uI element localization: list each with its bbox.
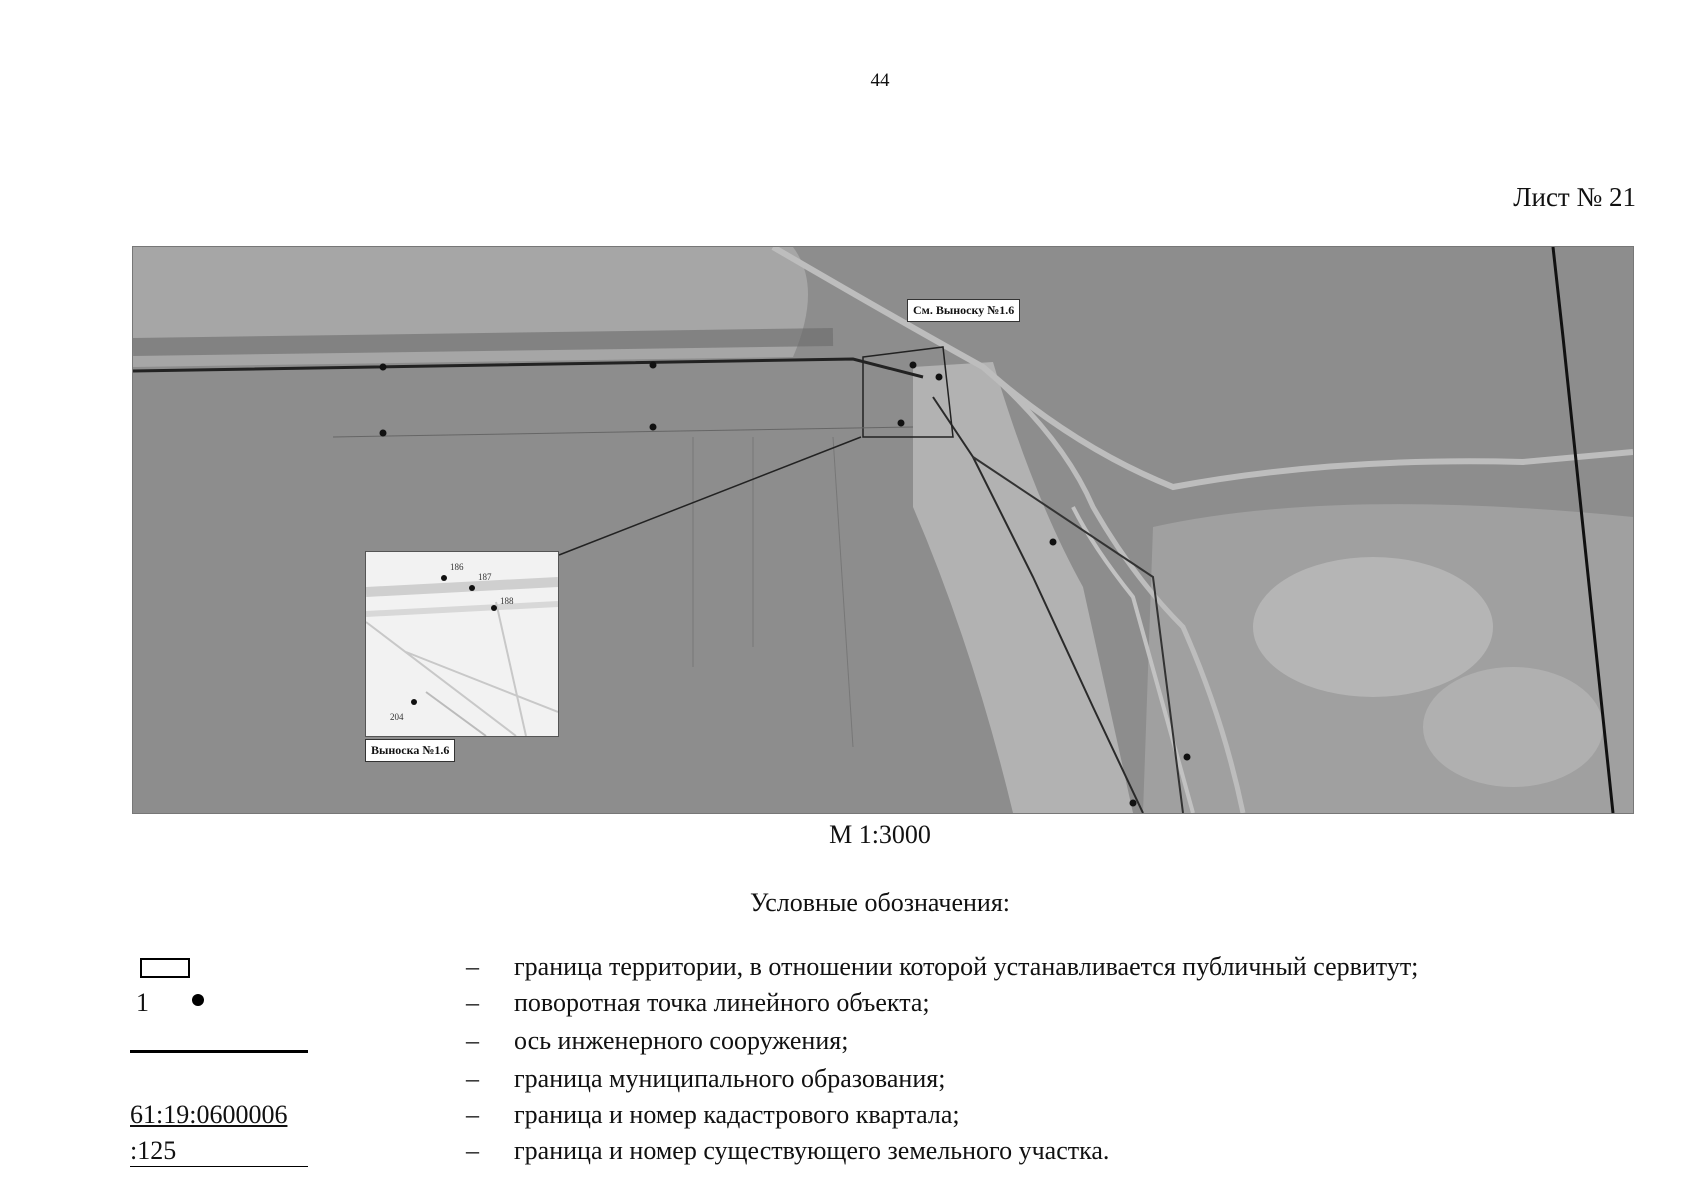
turning-point [379,429,387,437]
turning-point [1183,753,1191,761]
map-scale: М 1:3000 [829,820,931,849]
road-curve [981,365,1246,813]
page-number: 44 [870,70,890,91]
terrain-patch [1253,557,1493,697]
tree-belt [133,328,834,356]
inset-point [491,605,497,611]
road-curve [1071,506,1195,813]
road-curve [771,247,1633,491]
turning-point [649,423,657,431]
legend-text: ось инженерного сооружения; [514,1026,849,1055]
legend-text: граница муниципального образования; [514,1064,946,1093]
legend-item: :125 – граница и номер существующего зем… [130,1136,1110,1167]
legend-item: – ось инженерного сооружения; [466,1026,849,1055]
inset-point-label: 186 [450,562,464,572]
inset-label: Выноска №1.6 [365,739,456,762]
road-line [133,357,924,379]
legend-text: поворотная точка линейного объекта; [514,988,930,1017]
terrain-patch [1423,667,1603,787]
inset-point [441,575,447,581]
inset-point-label: 187 [478,572,492,582]
municipal-boundary-icon [130,1050,308,1053]
turning-point [897,419,905,427]
callout-inset: 186 187 188 204 [365,551,559,737]
legend-text: граница территории, в отношении которой … [514,952,1419,981]
inset-point [469,585,475,591]
turning-point [1129,799,1137,807]
turning-point [935,373,943,381]
inset-drawing: 186 187 188 204 [366,562,558,736]
servitude-rectangle-icon [140,958,190,978]
turning-point [909,361,917,369]
parcel-line [692,436,854,748]
parcel-code: :125 [130,1136,308,1167]
municipal-boundary [1551,247,1615,813]
linear-object-axis [972,456,1184,813]
legend-text: граница и номер кадастрового квартала; [514,1100,960,1129]
servitude-boundary [862,346,954,438]
map-drawing [133,247,1633,813]
inset-point [411,699,417,705]
turning-point [1049,538,1057,546]
legend-text: граница и номер существующего земельного… [514,1136,1110,1165]
legend-item: – граница территории, в отношении которо… [0,952,1698,988]
corridor-area [913,362,1133,813]
callout-reference-tag: См. Выноску №1.6 [907,299,1021,322]
legend-item: – граница муниципального образования; [0,1050,1698,1100]
cadastral-quarter-code: 61:19:0600006 [130,1100,288,1129]
turning-point [379,363,387,371]
turning-point [649,361,657,369]
linear-object-axis [932,396,1144,813]
parcel-line [332,426,914,438]
inset-point-label: 204 [390,712,404,722]
point-number: 1 [136,988,149,1017]
legend-title: Условные обозначения: [749,888,1011,917]
legend-item: 61:19:0600006 – граница и номер кадастро… [130,1100,960,1129]
inset-point-label: 188 [500,596,514,606]
legend-item: 1 – поворотная точка линейного объекта; [136,988,930,1017]
sheet-label: Лист № 21 [1513,182,1636,212]
map-frame: См. Выноску №1.6 186 187 188 204 Выноска… [132,246,1634,814]
callout-arrow [558,436,862,556]
turning-point-icon [192,994,204,1006]
